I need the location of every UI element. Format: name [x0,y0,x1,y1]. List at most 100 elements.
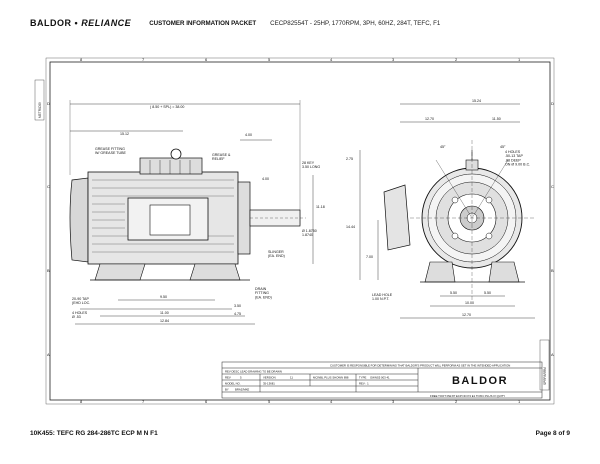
dim-overall: ( 8.50 + SPL) = 38.00 [150,105,184,109]
document-code: 10K455: TEFC RG 284-286TC ECP M N F1 [30,430,158,437]
tb-rev-value: 5 [240,376,242,380]
col-label: 5 [268,57,271,62]
side-view-labels: ( 8.50 + SPL) = 38.00 15.12 4.00 11.18 2… [72,105,325,323]
row-label: D [551,101,554,106]
top-fins [139,157,203,175]
dim-label: 12.70 [425,117,434,121]
tb-by-value: BRAZ/MKE [235,388,249,392]
col-label: 4 [330,399,333,404]
top-fin-lines [149,160,191,174]
bolt-hole [485,196,493,204]
dim-label: 11.18 [316,205,325,209]
bolt-hole [451,196,459,204]
row-label: C [551,184,554,189]
row-label: C [47,184,50,189]
row-label: D [47,101,50,106]
end-view-labels: 15.24 12.70 11.50 14.44 7.00 2.75 5.50 5… [346,99,530,317]
packet-title: CUSTOMER INFORMATION PACKET [149,19,257,27]
tb-rev-note: REV DESC LEAD DRAWING TO BE DRAWN [225,370,282,374]
col-label: 3 [392,399,395,404]
col-label: 6 [205,399,208,404]
bottom-column-labels: 8 7 6 5 4 3 2 1 [80,399,521,404]
bolt-hole [451,232,459,240]
dim-label: 5.50 [450,291,457,295]
dim-label: 12.84 [160,319,169,323]
tb-version-label: VERSION [263,376,276,380]
lifting-eye [170,148,182,160]
angle-line [435,159,473,219]
title-block [221,361,543,399]
row-label: A [551,352,554,357]
end-view [359,103,535,319]
dim-label: 3.50 [234,304,241,308]
page-header: BALDOR • RELIANCE CUSTOMER INFORMATION P… [30,16,570,30]
end-bracket [237,181,251,255]
tb-sheet: REV : 1 [359,382,369,386]
dim-label: 4.00 [262,177,269,181]
dim-label: 11.50 [492,117,501,121]
dim-label: 2.75 [346,157,353,161]
dim-label: 5.50 [484,291,491,295]
col-label: 5 [268,399,271,404]
col-label: 4 [330,57,333,62]
revision-tag: METRIC69 [38,102,42,118]
side-view [69,100,314,325]
row-label: B [551,268,554,273]
col-label: 8 [80,399,83,404]
tb-model-value: 35-13681 [263,382,275,386]
drawing-frame [49,61,551,401]
dim-label: 4.00 [245,133,252,137]
tb-type-label: TYPE [359,376,366,380]
top-column-labels: 8 7 6 5 4 3 2 1 [80,57,521,62]
tb-rev-label: REV [225,376,231,380]
dim-label: 7.00 [366,255,373,259]
col-label: 8 [80,57,83,62]
dim-label: 9.50 [160,295,167,299]
angle-label: 45° [500,145,506,149]
end-foot [424,261,456,283]
motor-spec: CECP82554T - 25HP, 1770RPM, 3PH, 60HZ, 2… [270,19,441,27]
tb-version-value: 11 [290,376,293,380]
revision-tag-box [34,79,45,121]
grease-relief-label: GREASE &RELIEF [212,153,231,161]
tb-model-label: MODEL NO. [225,382,241,386]
drawing-outer-frame [45,57,555,405]
brand-separator: • [74,18,79,28]
angle-line [471,159,509,219]
col-label: 1 [518,57,521,62]
dim-label: 15.24 [472,99,481,103]
side-tag-box [539,339,550,391]
slinger-label: SLINGER(EA. END) [268,250,285,258]
row-labels: D C B A D C B A [47,101,554,357]
fan-cover [69,177,89,263]
col-label: 7 [142,57,145,62]
end-foot [488,261,520,283]
tb-by-label: BY [225,388,229,392]
dim-label: 10.00 [465,301,474,305]
col-label: 2 [455,57,458,62]
tb-cert: FREE TOOT DW-87 ECP NO P4 E1 TOXIC PLUS … [430,394,505,398]
title-block-text: CUSTOMER IS RESPONSIBLE FOR DETERMINING … [225,364,510,399]
tap-label: 20-90 TAP(EHD LOC. [72,297,90,305]
motor-foot [189,263,241,281]
col-label: 7 [142,399,145,404]
side-tag: SPRPARRM [543,367,547,385]
tb-type-value: OWNS5 003 41 [370,376,390,380]
row-label: B [47,268,50,273]
col-label: 2 [455,399,458,404]
conduit-cover [149,204,191,236]
brand-baldor: BALDOR [30,18,72,28]
col-label: 3 [392,57,395,62]
end-conduit-box [383,184,411,251]
tb-company-logo: BALDOR [452,375,508,387]
dim-label: 15.12 [120,132,129,136]
tb-drawn: MCINBL PLUS SHOWN 898 [313,376,349,380]
dim-label: 12.70 [462,313,471,317]
angle-label: 45° [440,145,446,149]
row-label: A [47,352,50,357]
col-label: 6 [205,57,208,62]
